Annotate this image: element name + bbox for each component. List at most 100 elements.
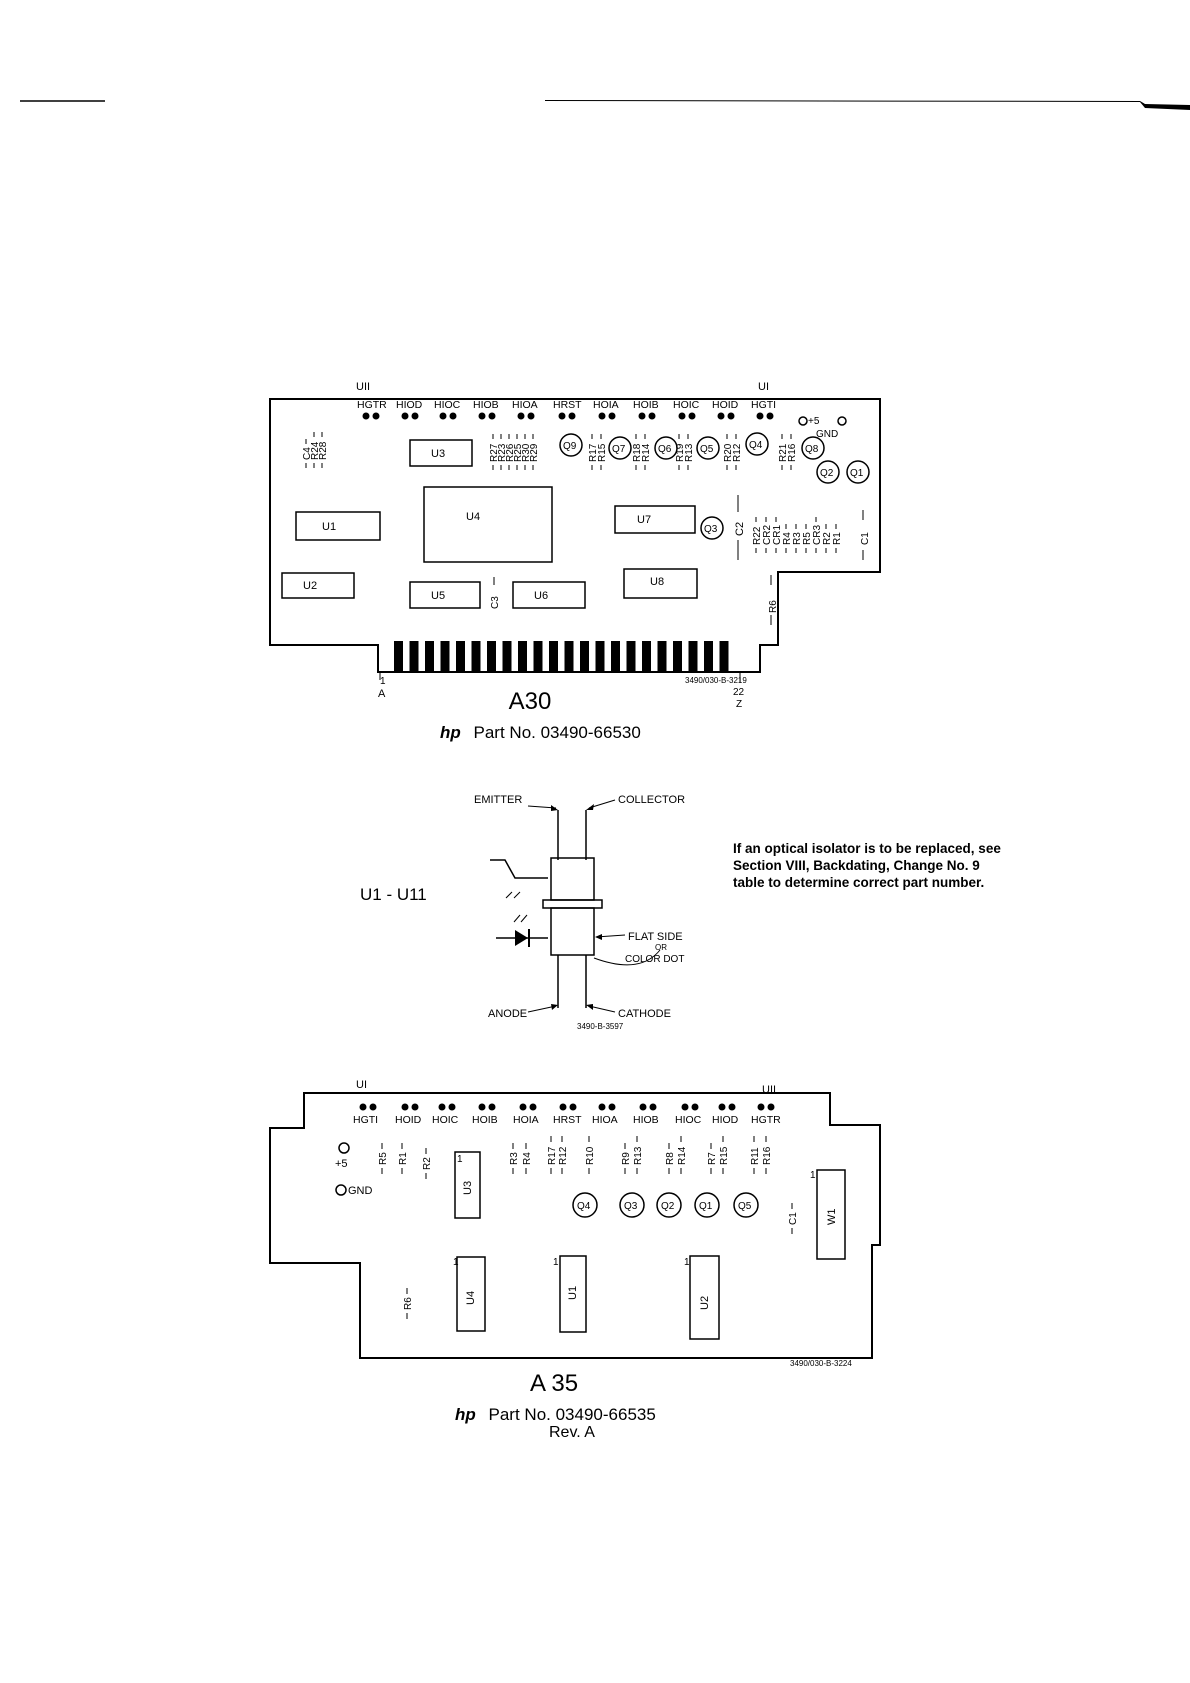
a30-board-outline bbox=[269, 398, 881, 673]
a30-resistor-label: CR2 bbox=[762, 525, 773, 545]
a35-pad-label: HIOB bbox=[633, 1114, 659, 1126]
pad-dot bbox=[439, 412, 447, 420]
a35-resistor-label: R1 bbox=[398, 1152, 409, 1165]
transistor-label: Q4 bbox=[577, 1201, 591, 1212]
a35-pad-label: HOIA bbox=[513, 1114, 539, 1126]
transistor-outline bbox=[733, 1192, 759, 1218]
edge-finger bbox=[533, 641, 543, 671]
pad-dot bbox=[728, 1103, 736, 1111]
pad-dot bbox=[519, 1103, 527, 1111]
edge-finger bbox=[409, 641, 419, 671]
svg-text:1: 1 bbox=[553, 1257, 559, 1268]
transistor-outline bbox=[572, 1192, 598, 1218]
a35-resistor-label: R16 bbox=[762, 1146, 773, 1165]
transistor-outline bbox=[656, 1192, 682, 1218]
a30-pad-label: HGTR bbox=[357, 399, 387, 411]
transistor-outline bbox=[694, 1192, 720, 1218]
transistor-outline bbox=[846, 460, 870, 484]
svg-text:W1: W1 bbox=[826, 1209, 838, 1226]
a30-resistor-label: R20 bbox=[723, 443, 734, 462]
pad-dot bbox=[401, 1103, 409, 1111]
a30-pad-label: HOIA bbox=[593, 399, 619, 411]
a30-pad-label: HRST bbox=[553, 399, 582, 411]
a30-pad-label: HIOB bbox=[473, 399, 499, 411]
transistor-label: Q5 bbox=[700, 444, 714, 455]
a35-board-outline bbox=[269, 1092, 881, 1359]
transistor-outline bbox=[696, 436, 720, 460]
a30-resistor-label: R13 bbox=[684, 443, 695, 462]
transistor-label: Q8 bbox=[805, 444, 819, 455]
a30-uii-label: UII bbox=[356, 381, 370, 393]
a30-resistor-label: R22 bbox=[752, 526, 763, 545]
pad-dot bbox=[766, 412, 774, 420]
transistor-outline bbox=[700, 516, 724, 540]
svg-text:U1: U1 bbox=[322, 521, 336, 533]
pad-dot bbox=[638, 412, 646, 420]
edge-finger bbox=[502, 641, 512, 671]
svg-text:3490/030-B-3219: 3490/030-B-3219 bbox=[685, 676, 747, 685]
edge-finger bbox=[487, 641, 496, 671]
a30-resistor-label: R25 bbox=[513, 443, 524, 462]
a35-resistor-label: R3 bbox=[509, 1152, 520, 1165]
edge-finger bbox=[657, 641, 667, 671]
transistor-outline bbox=[745, 432, 769, 456]
a30-resistor-label: CR1 bbox=[772, 525, 783, 545]
transistor-outline bbox=[801, 436, 825, 460]
pad-dot bbox=[372, 412, 380, 420]
cathode-label: CATHODE bbox=[618, 1008, 671, 1020]
transistor-label: Q3 bbox=[624, 1201, 638, 1212]
pad-dot bbox=[568, 412, 576, 420]
pad-dot bbox=[608, 1103, 616, 1111]
edge-finger bbox=[440, 641, 450, 671]
a35-resistor-label: R6 bbox=[403, 1297, 414, 1310]
edge-finger bbox=[580, 641, 589, 671]
a30-resistor-label: R15 bbox=[597, 443, 608, 462]
a35-pad-label: HIOD bbox=[712, 1114, 739, 1126]
a35-resistor-label: R9 bbox=[621, 1152, 632, 1165]
a35-pad-label: HRST bbox=[553, 1114, 582, 1126]
a35-resistor-label: R2 bbox=[422, 1157, 433, 1170]
pad-dot bbox=[639, 1103, 647, 1111]
a30-resistor-label: R28 bbox=[318, 441, 329, 460]
a30-resistor-label: R30 bbox=[521, 443, 532, 462]
a30-pad-label: HOIC bbox=[673, 399, 700, 411]
pad-dot bbox=[369, 1103, 377, 1111]
a30-resistor-label: R29 bbox=[529, 443, 540, 462]
a30-title: A30 bbox=[508, 688, 552, 715]
edge-finger bbox=[688, 641, 698, 671]
a35-part-text: Part No. 03490-66535 bbox=[488, 1405, 656, 1424]
a35-resistor-label: R8 bbox=[665, 1152, 676, 1165]
hp-logo: hp bbox=[440, 723, 461, 742]
a30-resistor-label: R26 bbox=[505, 443, 516, 462]
svg-text:1: 1 bbox=[810, 1170, 816, 1181]
pad-dot bbox=[718, 1103, 726, 1111]
pad-dot bbox=[449, 412, 457, 420]
a30-resistor-label: R5 bbox=[802, 532, 813, 545]
svg-text:1: 1 bbox=[453, 1257, 459, 1268]
pad-dot bbox=[478, 412, 486, 420]
a35-pad-label: HIOA bbox=[592, 1114, 618, 1126]
a35-pad-label: HOIB bbox=[472, 1114, 498, 1126]
hp-logo: hp bbox=[455, 1405, 476, 1424]
a30-ui-label: UI bbox=[758, 381, 769, 393]
pad-dot bbox=[529, 1103, 537, 1111]
pad-dot bbox=[608, 412, 616, 420]
a35-resistor-label: R4 bbox=[522, 1152, 533, 1165]
a35-resistor-label: R14 bbox=[677, 1146, 688, 1165]
edge-finger bbox=[595, 641, 605, 671]
svg-text:U2: U2 bbox=[303, 580, 317, 592]
pad-dot bbox=[598, 1103, 606, 1111]
svg-text:U5: U5 bbox=[431, 590, 445, 602]
svg-text:R6: R6 bbox=[768, 600, 779, 613]
pad-dot bbox=[688, 412, 696, 420]
svg-text:U2: U2 bbox=[699, 1296, 711, 1310]
pad-dot bbox=[411, 412, 419, 420]
pad-dot bbox=[569, 1103, 577, 1111]
a35-resistor-label: R12 bbox=[558, 1146, 569, 1165]
transistor-outline bbox=[608, 436, 632, 460]
a35-resistor-label: R15 bbox=[719, 1146, 730, 1165]
svg-text:3490-B-3597: 3490-B-3597 bbox=[577, 1022, 624, 1031]
svg-text:C1: C1 bbox=[860, 532, 871, 545]
pad-dot bbox=[681, 1103, 689, 1111]
